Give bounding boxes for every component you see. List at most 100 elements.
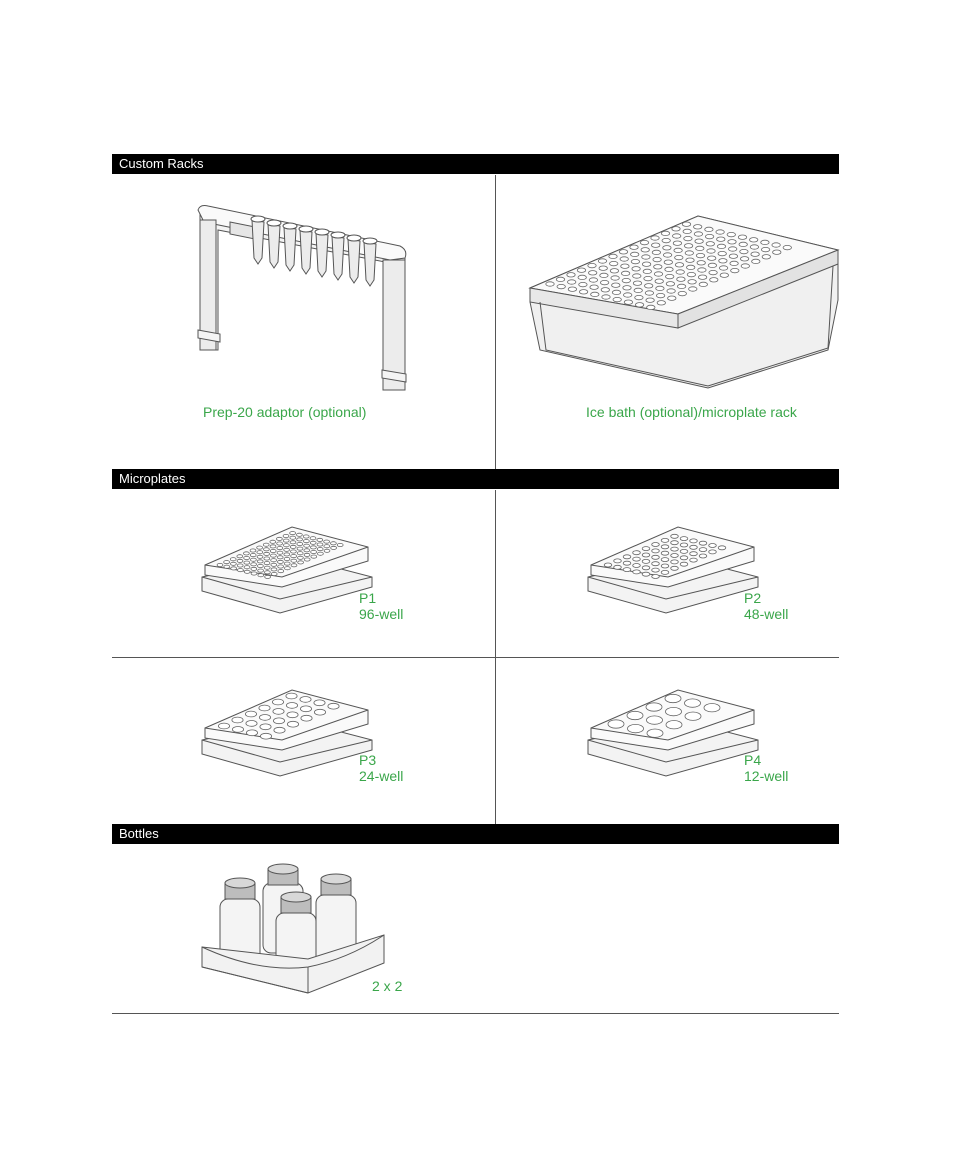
microplate-p1-image (200, 525, 375, 615)
well (337, 543, 343, 546)
well (623, 286, 631, 290)
well (666, 282, 674, 286)
well (652, 543, 660, 547)
well (740, 257, 748, 261)
well (674, 248, 682, 252)
well (328, 703, 339, 709)
well (761, 247, 769, 251)
well (577, 268, 585, 272)
well (727, 232, 735, 236)
well (291, 559, 297, 562)
well (265, 571, 271, 574)
well (260, 733, 271, 739)
well (719, 266, 727, 270)
well (647, 305, 655, 309)
well (698, 268, 706, 272)
well (230, 558, 236, 561)
well (331, 542, 337, 545)
well (311, 550, 317, 553)
well (264, 562, 270, 565)
well (716, 230, 724, 234)
well (271, 568, 277, 571)
well (284, 548, 290, 551)
well (741, 264, 749, 268)
well (273, 718, 284, 724)
well (671, 560, 679, 564)
well (680, 562, 688, 566)
well (310, 537, 316, 540)
well (750, 245, 758, 249)
well (633, 281, 641, 285)
well (633, 557, 641, 561)
well (600, 273, 608, 277)
well (245, 711, 256, 717)
caption-p1: P1 96-well (359, 590, 403, 622)
well (671, 566, 679, 570)
well (588, 263, 596, 267)
well (666, 274, 674, 278)
well (717, 237, 725, 241)
well (773, 250, 781, 254)
well (277, 556, 283, 559)
well (685, 712, 701, 720)
well (297, 547, 303, 550)
well (633, 551, 641, 555)
well (270, 549, 276, 552)
well (783, 245, 791, 249)
well (642, 547, 650, 551)
well (663, 246, 671, 250)
well (290, 532, 296, 535)
well (244, 566, 250, 569)
well (640, 240, 648, 244)
well (665, 267, 673, 271)
well (642, 559, 650, 563)
well (661, 231, 669, 235)
well (685, 699, 701, 707)
well (311, 555, 317, 558)
well (676, 270, 684, 274)
well (278, 570, 284, 573)
caption-p3-wells: 24-well (359, 768, 403, 784)
bottles-2x2-image (198, 855, 388, 997)
well (661, 564, 669, 568)
well (690, 539, 698, 543)
well (556, 277, 564, 281)
well (719, 259, 727, 263)
well (663, 253, 671, 257)
well (696, 253, 704, 257)
caption-p1-wells: 96-well (359, 606, 403, 622)
well (673, 241, 681, 245)
well (671, 541, 679, 545)
well (246, 721, 257, 727)
well (739, 242, 747, 246)
well (666, 721, 682, 729)
well (680, 549, 688, 553)
well (318, 552, 324, 555)
well (651, 236, 659, 240)
well (683, 229, 691, 233)
well (244, 561, 250, 564)
well (628, 724, 644, 732)
well (218, 723, 229, 729)
well (652, 549, 660, 553)
well (738, 235, 746, 239)
well (665, 694, 681, 702)
well (304, 549, 310, 552)
well (623, 561, 631, 565)
well (718, 251, 726, 255)
well (652, 243, 660, 247)
well (314, 709, 325, 715)
well (284, 544, 290, 547)
well (675, 263, 683, 267)
well (264, 548, 270, 551)
well (661, 545, 669, 549)
well (687, 265, 695, 269)
well (654, 265, 662, 269)
well (762, 255, 770, 259)
well (708, 263, 716, 267)
well (259, 715, 270, 721)
caption-p2-wells: 48-well (744, 606, 788, 622)
well (590, 285, 598, 289)
section-header-custom-racks: Custom Racks (112, 154, 839, 174)
well (317, 543, 323, 546)
